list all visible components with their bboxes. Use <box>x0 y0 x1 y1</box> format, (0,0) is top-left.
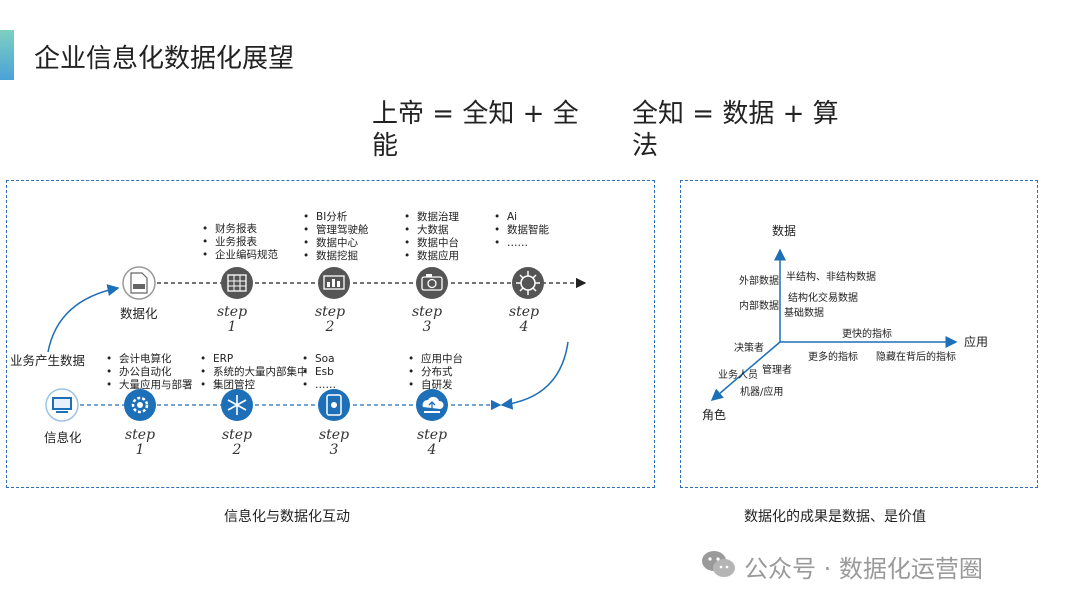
digital-step2-bullets: BI分析 管理驾驶舱 数据中心 数据挖掘 <box>303 211 369 263</box>
list-item: …… <box>302 379 336 392</box>
role-axis <box>710 341 781 401</box>
feedback-curve-arrow <box>500 341 569 410</box>
list-item: 数据治理 <box>404 211 459 224</box>
list-item: 数据应用 <box>404 250 459 263</box>
semi-structured-label: 半结构、非结构数据 <box>786 272 876 283</box>
external-data-label: 外部数据 <box>739 276 779 287</box>
list-item: 管理驾驶舱 <box>303 224 369 237</box>
grid-chip-icon <box>221 267 253 299</box>
decision-maker-label: 决策者 <box>734 343 764 354</box>
business-data-label: 业务产生数据 <box>10 353 86 368</box>
info-step4-bullets: 应用中台 分布式 自研发 <box>408 353 463 392</box>
formula-omniscience-line2: 法 <box>632 131 659 161</box>
gear-icon <box>124 389 156 421</box>
business-data-curve-arrow <box>47 284 120 353</box>
structured-tx-label: 结构化交易数据 <box>788 293 858 304</box>
digital-step3-bullets: 数据治理 大数据 数据中台 数据应用 <box>404 211 459 263</box>
wechat-icon <box>702 551 735 577</box>
formula-god-line2: 能 <box>372 131 399 161</box>
list-item: 分布式 <box>408 366 463 379</box>
value-caption: 数据化的成果是数据、是价值 <box>744 509 926 525</box>
list-item: 大数据 <box>404 224 459 237</box>
axis-data-label: 数据 <box>772 224 797 238</box>
list-item: BI分析 <box>303 211 369 224</box>
data-file-icon <box>122 266 156 300</box>
list-item: Esb <box>302 366 336 379</box>
list-item: 办公自动化 <box>106 366 193 379</box>
list-item: 数据智能 <box>494 224 549 237</box>
info-step1-bullets: 会计电算化 办公自动化 大量应用与部署 <box>106 353 193 392</box>
faster-metrics-label: 更快的指标 <box>842 329 892 340</box>
watermark-text: 公众号 · 数据化运营圈 <box>744 555 983 583</box>
list-item: ERP <box>200 353 308 366</box>
manager-label: 管理者 <box>762 365 792 376</box>
more-metrics-label: 更多的指标 <box>808 352 858 363</box>
info-step2-bullets: ERP 系统的大量内部集中 集团管控 <box>200 353 308 392</box>
internal-data-label: 内部数据 <box>739 301 779 312</box>
phone-box-icon <box>318 389 350 421</box>
dashboard-icon <box>318 267 350 299</box>
digital-step4-bullets: Ai 数据智能 …… <box>494 211 549 250</box>
snowflake-icon <box>221 389 253 421</box>
cloud-upload-icon <box>416 389 448 421</box>
list-item: 业务报表 <box>202 236 278 249</box>
list-item: 财务报表 <box>202 223 278 236</box>
formula-god: 上帝 = 全知 + 全 能 <box>372 98 579 162</box>
page-title: 企业信息化数据化展望 <box>34 44 295 74</box>
machine-app-label: 机器/应用 <box>740 387 784 398</box>
list-item: 数据中台 <box>404 237 459 250</box>
value-panel <box>680 180 1038 488</box>
interaction-panel <box>6 180 655 488</box>
list-item: …… <box>494 237 549 250</box>
formula-omniscience-line1: 全知 = 数据 + 算 <box>632 99 839 129</box>
info-step3-bullets: Soa Esb …… <box>302 353 336 392</box>
formula-omniscience: 全知 = 数据 + 算 法 <box>632 98 839 162</box>
info-label: 信息化 <box>44 430 82 445</box>
list-item: 大量应用与部署 <box>106 379 193 392</box>
list-item: 数据挖掘 <box>303 250 369 263</box>
title-accent-bar <box>0 30 14 80</box>
axis-application-label: 应用 <box>964 335 989 349</box>
camera-icon <box>416 267 448 299</box>
axis-role-label: 角色 <box>702 408 727 422</box>
list-item: 企业编码规范 <box>202 249 278 262</box>
list-item: 系统的大量内部集中 <box>200 366 308 379</box>
business-staff-label: 业务人员 <box>718 370 758 381</box>
list-item: 数据中心 <box>303 237 369 250</box>
hidden-metrics-label: 隐藏在背后的指标 <box>876 352 956 363</box>
digital-step1-bullets: 财务报表 业务报表 企业编码规范 <box>202 223 278 262</box>
list-item: 集团管控 <box>200 379 308 392</box>
interaction-caption: 信息化与数据化互动 <box>224 509 350 525</box>
list-item: 自研发 <box>408 379 463 392</box>
list-item: 会计电算化 <box>106 353 193 366</box>
formula-god-line1: 上帝 = 全知 + 全 <box>372 99 579 129</box>
ai-brain-icon <box>512 267 544 299</box>
computer-icon <box>45 388 79 422</box>
list-item: Ai <box>494 211 549 224</box>
digital-label: 数据化 <box>120 306 158 321</box>
base-data-label: 基础数据 <box>784 308 824 319</box>
list-item: 应用中台 <box>408 353 463 366</box>
list-item: Soa <box>302 353 336 366</box>
